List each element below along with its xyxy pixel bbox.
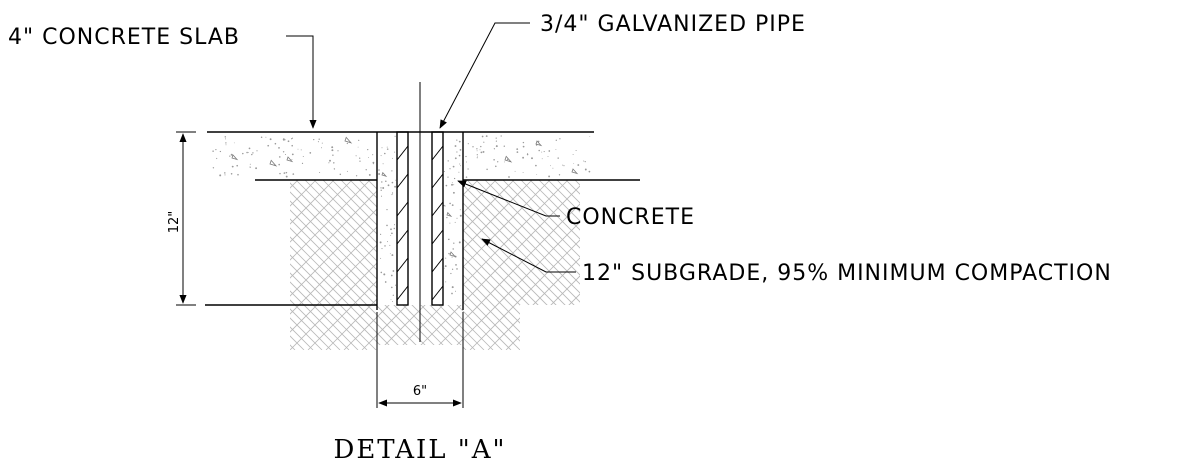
concrete-leader-line (457, 180, 560, 217)
slab-callout-label: 4" CONCRETE SLAB (8, 25, 240, 50)
pipe-wall-hatch (396, 145, 444, 301)
pipe-callout-label: 3/4" GALVANIZED PIPE (540, 12, 806, 37)
pipe-wall-right (431, 131, 444, 306)
pipe-wall-left (396, 131, 409, 306)
detail-title: DETAIL "A" (333, 435, 506, 465)
subgrade-leader-line (481, 238, 576, 273)
subgrade-callout-label: 12" SUBGRADE, 95% MINIMUM COMPACTION (582, 261, 1112, 286)
width-dim-label: 6" (413, 384, 427, 399)
depth-dim-label: 12" (167, 211, 182, 234)
pipe-leader-line (439, 22, 530, 129)
slab-leader-line (286, 35, 317, 129)
concrete-stipple (212, 135, 591, 302)
concrete-callout-label: CONCRETE (566, 205, 695, 230)
